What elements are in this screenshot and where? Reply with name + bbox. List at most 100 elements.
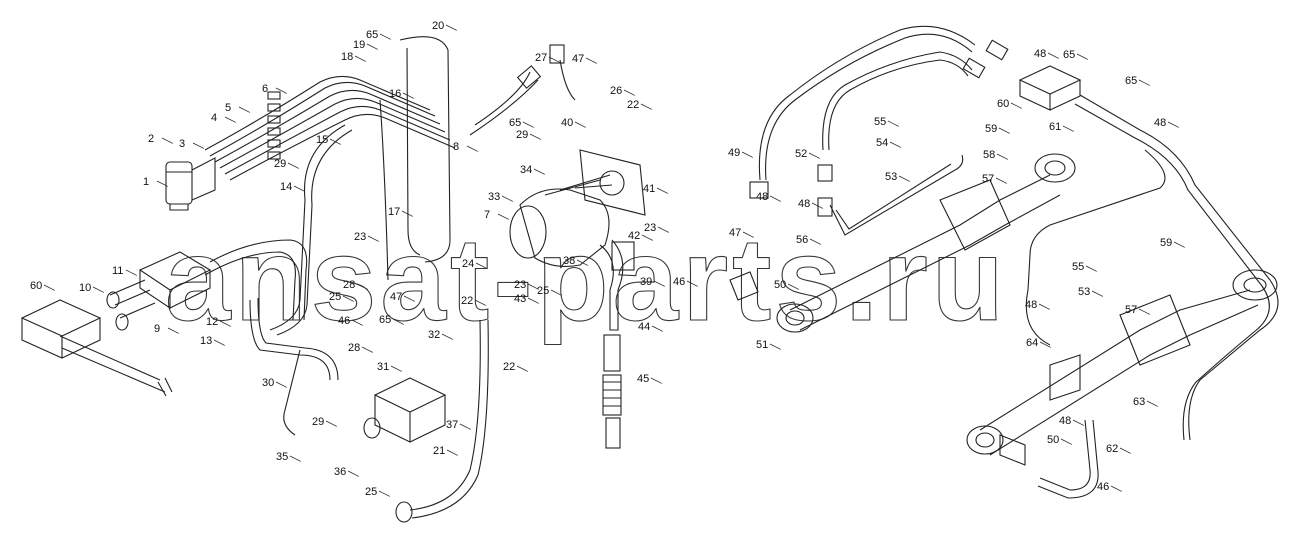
left-part-label: 12: [206, 316, 218, 328]
right-part-label: 46: [673, 276, 685, 288]
left-leader-line: [238, 106, 250, 113]
right-leader-line: [811, 202, 823, 209]
left-leader-line: [392, 318, 404, 325]
left-part-label: 40: [561, 117, 573, 129]
right-leader-line: [1138, 308, 1150, 315]
right-part-label: 54: [876, 137, 888, 149]
left-part-label: 60: [30, 280, 42, 292]
right-leader-line: [898, 175, 910, 182]
left-leader-line: [378, 490, 390, 497]
left-leader-line: [167, 327, 179, 334]
right-part-label: 60: [997, 98, 1009, 110]
left-part-label: 29: [516, 129, 528, 141]
right-part-label: 57: [982, 173, 994, 185]
left-part-label: 34: [520, 164, 532, 176]
left-part-label: 25: [365, 486, 377, 498]
right-leader-line: [1138, 79, 1150, 86]
left-part-label: 22: [461, 295, 473, 307]
left-part-label: 65: [379, 314, 391, 326]
left-leader-line: [213, 339, 225, 346]
left-part-label: 25: [329, 291, 341, 303]
left-leader-line: [402, 92, 414, 99]
left-leader-line: [347, 470, 359, 477]
left-part-label: 3: [179, 138, 185, 150]
right-leader-line: [741, 151, 753, 158]
left-part-label: 14: [280, 181, 292, 193]
right-part-label: 56: [796, 234, 808, 246]
right-leader-line: [1091, 290, 1103, 297]
left-part-label: 11: [112, 265, 123, 277]
left-leader-line: [366, 43, 378, 50]
right-leader-line: [1038, 303, 1050, 310]
left-part-label: 16: [389, 88, 401, 100]
left-leader-line: [657, 226, 669, 233]
right-leader-line: [1167, 121, 1179, 128]
right-leader-line: [1146, 400, 1158, 407]
left-part-label: 39: [640, 276, 652, 288]
left-leader-line: [466, 145, 478, 152]
left-part-label: 7: [484, 209, 490, 221]
left-part-label: 47: [572, 53, 584, 65]
left-part-label: 8: [453, 141, 459, 153]
right-leader-line: [1060, 438, 1072, 445]
right-part-label: 65: [1125, 75, 1137, 87]
left-part-label: 22: [503, 361, 515, 373]
left-hydraulic-assembly: [20, 36, 646, 523]
right-part-label: 58: [983, 149, 995, 161]
right-leader-line: [1085, 265, 1097, 272]
left-leader-line: [379, 33, 391, 40]
left-part-label: 17: [388, 206, 400, 218]
left-part-label: 5: [225, 102, 231, 114]
right-hydraulic-assembly: [729, 25, 1279, 499]
right-leader-line: [996, 153, 1008, 160]
left-leader-line: [401, 210, 413, 217]
right-part-label: 48: [798, 198, 810, 210]
left-leader-line: [550, 289, 562, 296]
left-part-label: 45: [637, 373, 649, 385]
left-leader-line: [475, 262, 487, 269]
left-leader-line: [574, 121, 586, 128]
right-part-label: 57: [1125, 304, 1137, 316]
right-leader-line: [1062, 125, 1074, 132]
right-leader-line: [686, 280, 698, 287]
left-part-label: 23: [354, 231, 366, 243]
left-leader-line: [293, 185, 305, 192]
left-leader-line: [533, 168, 545, 175]
left-part-label: 2: [148, 133, 154, 145]
left-leader-line: [516, 365, 528, 372]
left-leader-line: [445, 24, 457, 31]
left-leader-line: [361, 346, 373, 353]
left-part-label: 25: [537, 285, 549, 297]
left-leader-line: [576, 259, 588, 266]
left-part-label: 9: [154, 323, 160, 335]
left-part-label: 23: [514, 279, 526, 291]
right-part-label: 59: [985, 123, 997, 135]
left-part-label: 15: [316, 134, 328, 146]
left-leader-line: [192, 142, 204, 149]
right-part-label: 48: [1025, 299, 1037, 311]
right-part-label: 65: [1063, 49, 1075, 61]
right-part-label: 53: [1078, 286, 1090, 298]
left-leader-line: [356, 283, 368, 290]
right-leader-line: [1010, 102, 1022, 109]
right-part-label: 52: [795, 148, 807, 160]
left-leader-line: [650, 377, 662, 384]
left-part-label: 47: [390, 291, 402, 303]
right-part-label: 51: [756, 339, 768, 351]
right-part-label: 62: [1106, 443, 1118, 455]
left-leader-line: [390, 365, 402, 372]
right-leader-line: [808, 152, 820, 159]
left-part-label: 28: [343, 279, 355, 291]
left-leader-line: [92, 286, 104, 293]
right-leader-line: [809, 238, 821, 245]
left-part-label: 19: [353, 39, 365, 51]
left-part-label: 32: [428, 329, 440, 341]
left-part-label: 38: [563, 255, 575, 267]
watermark-text: ansat-parts.ru: [165, 214, 1008, 346]
left-leader-line: [289, 455, 301, 462]
right-leader-line: [1039, 341, 1051, 348]
left-part-label: 29: [274, 158, 286, 170]
